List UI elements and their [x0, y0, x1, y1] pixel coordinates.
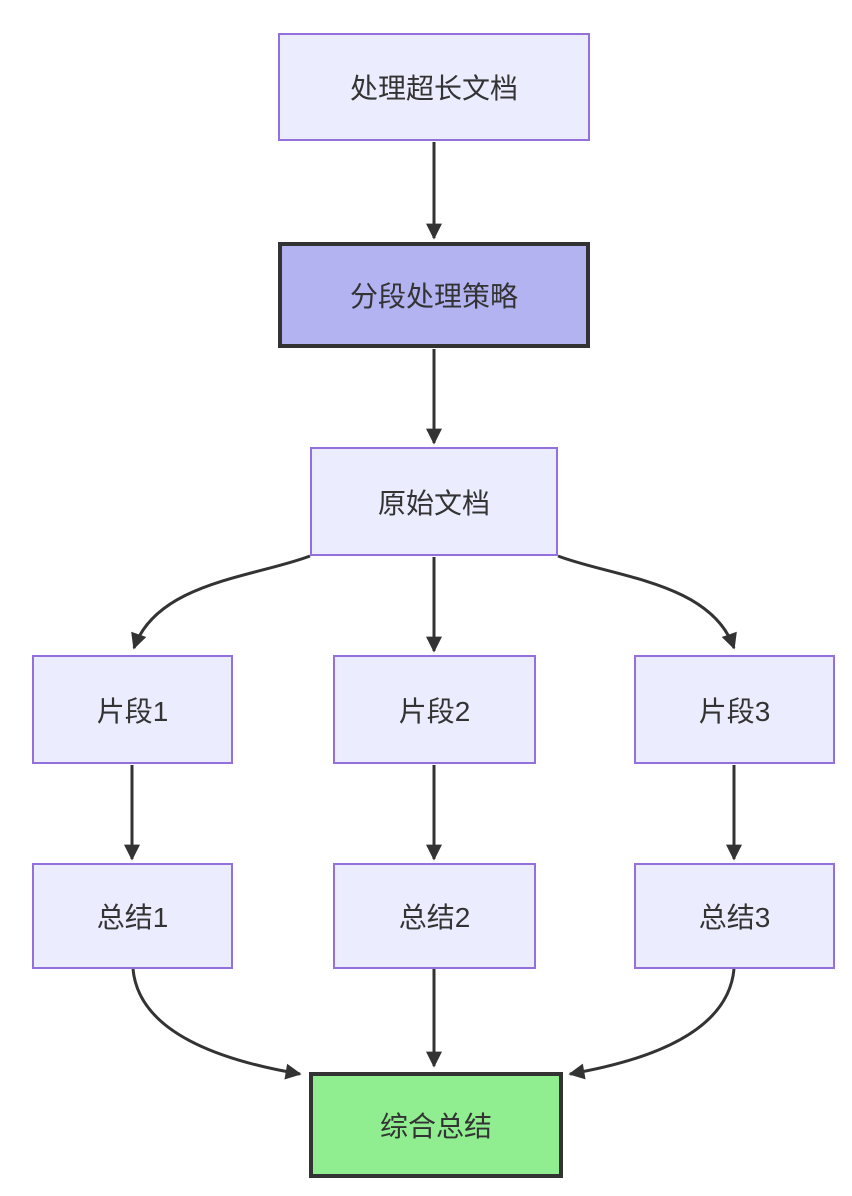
node-label: 总结1 [96, 902, 169, 933]
edge-summary1-to-combined [131, 968, 302, 1080]
node-summary-1: 总结1 [32, 863, 233, 969]
edge-original-to-fragment1 [131, 554, 311, 650]
node-fragment-2: 片段2 [333, 655, 536, 764]
node-label: 分段处理策略 [349, 281, 518, 312]
node-label: 片段2 [398, 695, 471, 727]
node-label: 总结2 [398, 902, 471, 933]
node-original-document: 原始文档 [310, 447, 558, 556]
node-label: 总结3 [698, 902, 771, 933]
node-process-long-document: 处理超长文档 [278, 33, 590, 141]
node-label: 处理超长文档 [349, 73, 518, 104]
node-label: 综合总结 [379, 1111, 492, 1142]
edge-original-to-fragment3 [557, 554, 737, 650]
node-fragment-3: 片段3 [634, 655, 835, 764]
edge-summary3-to-combined [568, 968, 736, 1080]
node-label: 片段1 [96, 695, 169, 727]
node-fragment-1: 片段1 [32, 655, 233, 764]
node-combined-summary: 综合总结 [309, 1072, 563, 1178]
node-label: 原始文档 [377, 487, 490, 519]
node-summary-3: 总结3 [634, 863, 835, 969]
node-segmented-processing-strategy: 分段处理策略 [278, 242, 590, 348]
node-label: 片段3 [698, 695, 771, 727]
node-summary-2: 总结2 [333, 863, 536, 969]
